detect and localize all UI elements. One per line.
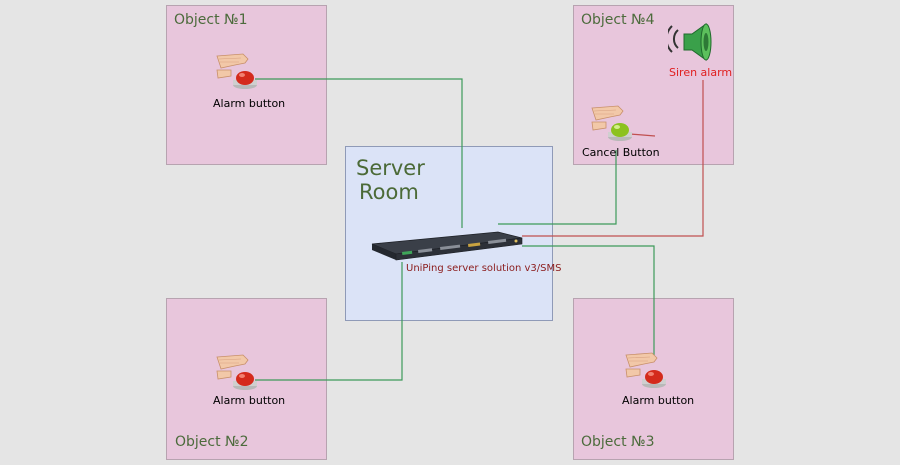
hand-press-red-button-icon bbox=[625, 352, 666, 388]
hand-press-red-button-icon bbox=[216, 53, 257, 89]
server-room-title-line2: Room bbox=[359, 180, 419, 204]
object-2-title: Object №2 bbox=[175, 434, 249, 450]
siren-alarm-label: Siren alarm bbox=[669, 66, 733, 79]
device-label: UniPing server solution v3/SMS bbox=[406, 263, 562, 274]
wire-object-1 bbox=[255, 78, 463, 228]
server-room-title: Server Room bbox=[356, 156, 425, 204]
cancel-button-label: Cancel Button bbox=[582, 146, 660, 159]
object-1-button-label: Alarm button bbox=[213, 97, 286, 110]
server-room-title-line1: Server bbox=[356, 156, 425, 180]
wire-siren bbox=[522, 80, 704, 237]
hand-press-red-button-icon bbox=[216, 354, 257, 390]
cancel-stub bbox=[629, 133, 656, 137]
rack-server-device-icon bbox=[371, 231, 523, 261]
object-2-button-label: Alarm button bbox=[213, 394, 286, 407]
object-3-button-label: Alarm button bbox=[622, 394, 695, 407]
object-1-title: Object №1 bbox=[174, 12, 248, 28]
hand-press-green-button-icon bbox=[591, 105, 632, 141]
siren-speaker-icon bbox=[668, 23, 712, 61]
wire-object-2 bbox=[255, 262, 403, 381]
server-room-box bbox=[345, 146, 553, 321]
object-3-title: Object №3 bbox=[581, 434, 655, 450]
wire-cancel bbox=[498, 150, 617, 225]
wire-object-3 bbox=[522, 245, 655, 355]
object-4-title: Object №4 bbox=[581, 12, 655, 28]
